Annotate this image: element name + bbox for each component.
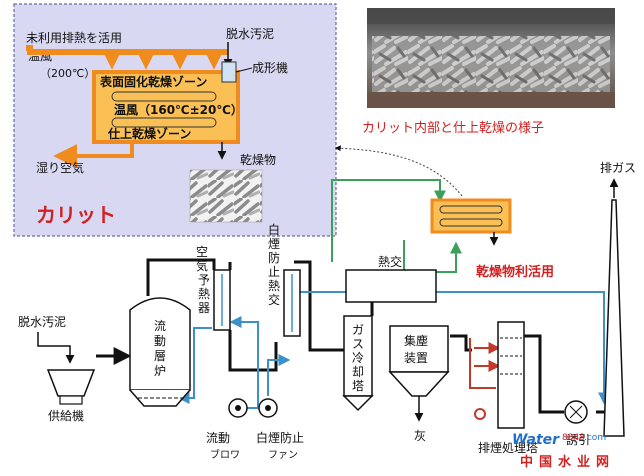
svg-text:熱: 熱 bbox=[198, 287, 210, 301]
svg-text:煙: 煙 bbox=[268, 237, 280, 251]
lower-conveyor bbox=[111, 117, 217, 128]
karitto-inset: 未利用排熱を活用 温風 （200℃） 脱水汚泥 成形機 表面固化乾燥ゾーン 温風… bbox=[13, 3, 337, 237]
tower-outlet bbox=[524, 334, 542, 386]
svg-text:白: 白 bbox=[268, 222, 280, 237]
surface-zone-label: 表面固化乾燥ゾーン bbox=[99, 74, 207, 89]
furnace-label: 流 動 層 炉 bbox=[154, 319, 166, 378]
svg-text:炉: 炉 bbox=[154, 364, 166, 378]
svg-text:ス: ス bbox=[352, 337, 364, 351]
dust-collector-label-2: 装置 bbox=[404, 351, 428, 365]
warm-air-temp-label: （200℃） bbox=[40, 67, 95, 80]
gas-cooling-tower bbox=[343, 315, 373, 397]
sludge-arrow bbox=[37, 332, 75, 364]
flue-treatment-tower bbox=[497, 321, 525, 429]
fluidized-bed-furnace bbox=[129, 297, 191, 391]
hot-air-header bbox=[26, 45, 228, 55]
exhaust-stack bbox=[603, 199, 625, 437]
svg-text:予: 予 bbox=[198, 273, 210, 287]
svg-text:ガ: ガ bbox=[352, 323, 364, 337]
watermark-domain: .com bbox=[584, 433, 606, 443]
dotted-link-arrow bbox=[334, 145, 463, 197]
svg-text:動: 動 bbox=[154, 334, 166, 348]
photo-sticks bbox=[372, 36, 610, 92]
watermark-brand: Water bbox=[512, 432, 560, 448]
svg-text:塔: 塔 bbox=[352, 379, 364, 393]
flue-tower-label: 排煙処理塔 bbox=[478, 441, 538, 455]
dryer-photo bbox=[367, 8, 615, 108]
upper-conveyor bbox=[111, 91, 217, 102]
watermark-number: 8848 bbox=[562, 433, 585, 443]
finish-zone-label: 仕上乾燥ゾーン bbox=[107, 126, 191, 141]
dried-product-photo bbox=[189, 169, 263, 223]
blower-label-2: ブロワ bbox=[210, 448, 240, 461]
plume-fan-label-2: ファン bbox=[268, 450, 298, 461]
hot-air-drops bbox=[103, 51, 223, 70]
dust-collector bbox=[389, 325, 449, 373]
air-preheater-label: 空 気 予 熱 器 bbox=[196, 245, 210, 315]
plume-hx-label: 白 煙 防 止 熱 交 bbox=[268, 222, 280, 307]
inset-sludge-label: 脱水汚泥 bbox=[226, 26, 274, 41]
photo-caption: カリット内部と仕上乾燥の様子 bbox=[362, 120, 544, 136]
exhaust-label: 排ガス bbox=[600, 161, 636, 175]
heat-source-label: 未利用排熱を活用 bbox=[26, 31, 122, 45]
svg-text:熱: 熱 bbox=[268, 279, 280, 293]
dust-collector-label-1: 集塵 bbox=[404, 333, 428, 348]
gas-cooler-label: ガ ス 冷 却 塔 bbox=[352, 323, 364, 393]
feeder-hopper bbox=[46, 369, 96, 397]
svg-text:防: 防 bbox=[268, 250, 280, 265]
green-heat-lines bbox=[331, 179, 462, 273]
heat-exchanger bbox=[345, 269, 437, 303]
humid-air-duct bbox=[53, 142, 134, 168]
molding-machine bbox=[221, 61, 237, 83]
svg-text:空: 空 bbox=[196, 245, 208, 259]
plume-fan-label-1: 白煙防止 bbox=[256, 430, 304, 445]
red-lines bbox=[469, 338, 501, 420]
svg-text:流: 流 bbox=[154, 319, 166, 333]
svg-text:却: 却 bbox=[352, 365, 364, 379]
dried-product-label: 乾燥物 bbox=[240, 153, 276, 167]
blower-label-1: 流動 bbox=[206, 431, 230, 445]
svg-text:層: 層 bbox=[154, 349, 166, 363]
dryer-body bbox=[92, 70, 240, 144]
ash-label: 灰 bbox=[414, 429, 426, 443]
humid-air-label: 湿り空気 bbox=[36, 160, 84, 175]
svg-text:交: 交 bbox=[268, 292, 280, 307]
svg-text:止: 止 bbox=[268, 265, 280, 279]
svg-text:冷: 冷 bbox=[352, 351, 364, 365]
molding-leader bbox=[235, 67, 253, 73]
inner-temp-label: 温風（160℃±20℃） bbox=[114, 102, 243, 117]
svg-text:器: 器 bbox=[198, 301, 210, 315]
molding-machine-label: 成形機 bbox=[252, 60, 288, 75]
watermark-chinese: 中国水业网 bbox=[520, 454, 615, 470]
feeder-label: 供給機 bbox=[48, 408, 84, 423]
svg-text:気: 気 bbox=[196, 258, 208, 273]
dried-utilization-label: 乾燥物利活用 bbox=[476, 264, 554, 280]
watermark: Water 8848 .com 中国水业网 bbox=[512, 432, 615, 470]
mini-dryer bbox=[430, 198, 512, 234]
karitto-title: カリット bbox=[36, 203, 116, 227]
induced-fan-label: 誘引 bbox=[566, 433, 590, 447]
sludge-label: 脱水汚泥 bbox=[18, 314, 66, 329]
heat-exchanger-label: 熱交 bbox=[378, 254, 402, 269]
